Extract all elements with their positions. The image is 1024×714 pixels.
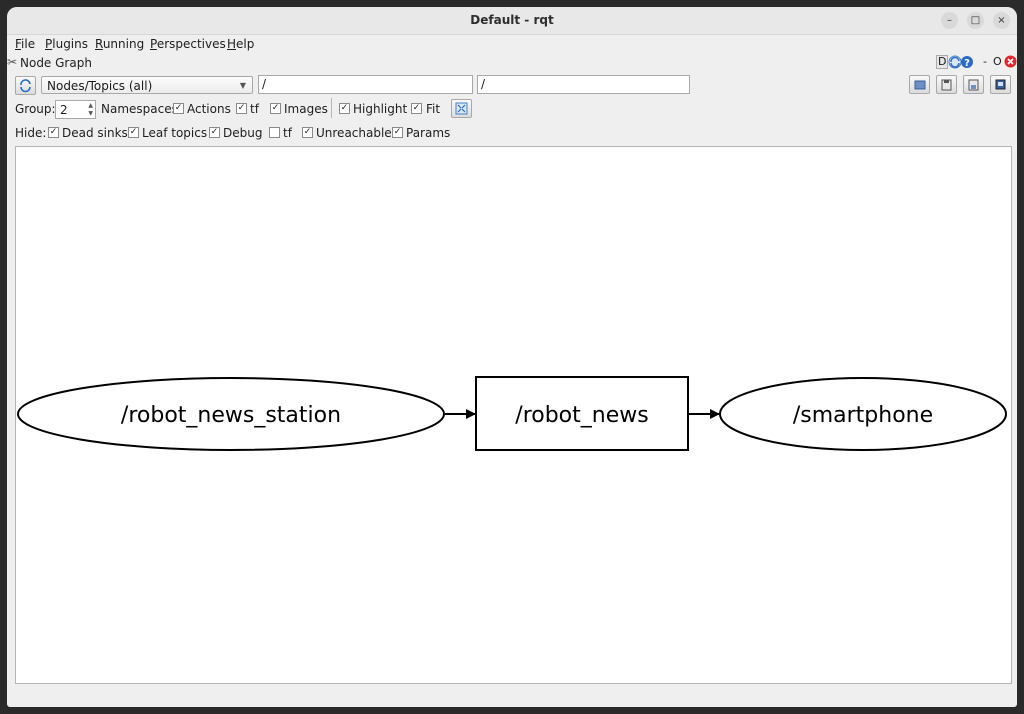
minimize-button[interactable]: – [941, 12, 958, 29]
menu-perspectives-mnemonic: P [150, 37, 157, 51]
folder-icon [914, 80, 926, 90]
group-value: 2 [60, 103, 68, 117]
actions-label: Actions [187, 102, 231, 116]
fit-label: Fit [426, 102, 441, 116]
debug-checkbox[interactable]: ✓ [209, 127, 220, 138]
node-smartphone-label: /smartphone [793, 403, 933, 428]
menu-running-mnemonic: R [95, 37, 103, 51]
window-title: Default - rqt [470, 13, 554, 27]
topic-robot-news-label: /robot_news [515, 403, 648, 428]
group-spinbox[interactable]: 2 ▲ ▼ [55, 100, 96, 119]
leaf-topics-label: Leaf topics [142, 126, 208, 140]
image-icon [995, 79, 1006, 90]
options-row: Group: 2 ▲ ▼ Namespaces ✓ Actions ✓ tf ✓… [15, 98, 475, 119]
unreachable-checkbox[interactable]: ✓ [302, 127, 313, 138]
hide-tf-label: tf [283, 126, 292, 140]
menu-perspectives-label: erspectives [156, 37, 226, 51]
dock-d-label: D [936, 55, 949, 69]
unreachable-label: Unreachable [316, 126, 392, 140]
dead-sinks-checkbox[interactable]: ✓ [48, 127, 59, 138]
hide-label: Hide: [15, 126, 47, 140]
help-icon[interactable]: ? [960, 55, 974, 69]
menu-running-label: unning [102, 37, 145, 51]
highlight-checkbox[interactable]: ✓ [339, 103, 350, 114]
menu-plugins-mnemonic: P [45, 37, 53, 51]
menu-plugins[interactable]: Plugins [45, 37, 88, 51]
leaf-topics-checkbox[interactable]: ✓ [128, 127, 139, 138]
menu-help[interactable]: Help [227, 37, 254, 51]
debug-label: Debug [223, 126, 263, 140]
graph-svg: /robot_news_station /robot_news /smartph… [17, 376, 1007, 451]
reload-icon[interactable] [948, 55, 962, 69]
group-label: Group: [15, 102, 56, 116]
node-smartphone[interactable] [719, 377, 1007, 451]
node-filter-input[interactable]: / [258, 75, 473, 94]
chevron-down-icon: ▼ [239, 81, 246, 90]
minimize-plugin-button[interactable]: - [983, 55, 987, 68]
tf-label: tf [250, 102, 259, 116]
menu-running[interactable]: Running [95, 37, 144, 51]
dead-sinks-label: Dead sinks [62, 126, 128, 140]
fit-view-icon [455, 102, 468, 115]
images-checkbox[interactable]: ✓ [270, 103, 281, 114]
save-dot-button[interactable] [936, 75, 957, 94]
graph-type-value: Nodes/Topics (all) [47, 79, 153, 93]
menu-file[interactable]: File [15, 37, 35, 51]
graph-canvas[interactable]: /robot_news_station /robot_news /smartph… [15, 146, 1012, 684]
svg-text:?: ? [964, 58, 970, 69]
fit-checkbox[interactable]: ✓ [411, 103, 422, 114]
params-checkbox[interactable]: ✓ [392, 127, 403, 138]
float-plugin-button[interactable]: O [993, 55, 1002, 68]
close-plugin-icon[interactable] [1004, 55, 1017, 68]
graph-type-select[interactable]: Nodes/Topics (all) ▼ [41, 76, 253, 94]
close-button[interactable]: × [993, 12, 1010, 29]
menu-bar: File Plugins Running Perspectives Help [7, 35, 1017, 53]
node-robot-news-station-label: /robot_news_station [121, 403, 341, 428]
load-dot-button[interactable] [909, 75, 930, 94]
hide-tf-checkbox[interactable] [269, 127, 280, 138]
save-svg-button[interactable] [963, 75, 984, 94]
menu-help-label: elp [236, 37, 255, 51]
dock-toggle-button[interactable]: D [936, 55, 949, 69]
menu-plugins-label: lugins [52, 37, 88, 51]
save-svg-icon [968, 79, 979, 91]
save-icon [941, 79, 952, 91]
node-robot-news-station[interactable] [17, 377, 445, 451]
maximize-button[interactable]: □ [967, 12, 984, 29]
plugin-title: Node Graph [20, 56, 92, 70]
highlight-label: Highlight [353, 102, 408, 116]
menu-file-mnemonic: F [15, 37, 22, 51]
tf-checkbox[interactable]: ✓ [236, 103, 247, 114]
images-label: Images [284, 102, 328, 116]
namespaces-label: Namespaces [101, 102, 178, 116]
refresh-icon [20, 79, 31, 93]
separator [331, 98, 332, 118]
title-bar[interactable]: Default - rqt – □ × [7, 7, 1017, 35]
refresh-graph-button[interactable] [15, 76, 36, 95]
menu-file-label: ile [21, 37, 36, 51]
topic-filter-input[interactable]: / [477, 75, 690, 94]
save-image-button[interactable] [990, 75, 1011, 94]
menu-help-mnemonic: H [227, 37, 237, 51]
namespaces-checkbox[interactable]: ✓ [173, 103, 184, 114]
spin-up-icon[interactable]: ▲ [88, 102, 93, 109]
menu-perspectives[interactable]: Perspectives [150, 37, 226, 51]
rqt-window: Default - rqt – □ × File Plugins Running… [7, 7, 1017, 707]
wrench-icon: ✂ [7, 55, 18, 69]
fit-view-button[interactable] [451, 99, 472, 118]
hide-row: Hide: ✓ Dead sinks ✓ Leaf topics ✓ Debug… [15, 124, 475, 142]
params-label: Params [406, 126, 451, 140]
spin-down-icon[interactable]: ▼ [88, 110, 93, 117]
